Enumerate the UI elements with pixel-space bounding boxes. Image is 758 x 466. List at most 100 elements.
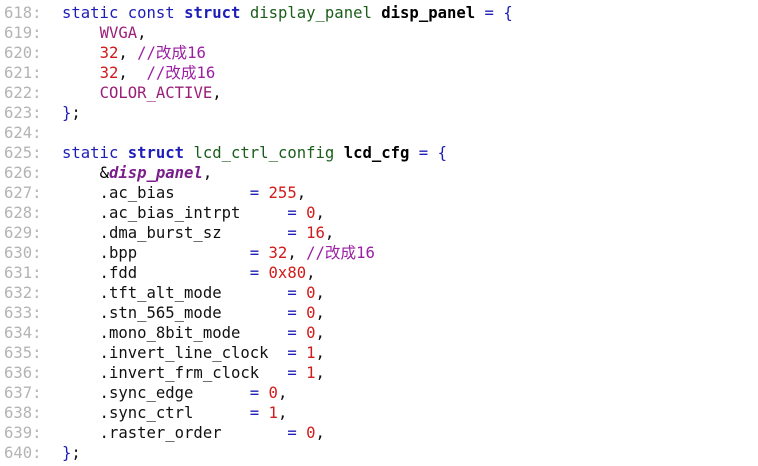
line-number: 640: xyxy=(4,444,42,462)
code-line[interactable]: 638: .sync_ctrl = 1, xyxy=(0,403,758,423)
line-number: 628: xyxy=(4,204,42,222)
code-token: = xyxy=(287,424,297,442)
line-number: 623: xyxy=(4,104,42,122)
code-text: .stn_565_mode = 0, xyxy=(56,303,325,323)
code-line[interactable]: 639: .raster_order = 0, xyxy=(0,423,758,443)
code-line[interactable]: 637: .sync_edge = 0, xyxy=(0,383,758,403)
code-line[interactable]: 629: .dma_burst_sz = 16, xyxy=(0,223,758,243)
code-line[interactable]: 621: 32, //改成16 xyxy=(0,63,758,83)
line-number: 634: xyxy=(4,324,42,342)
code-token: .fdd xyxy=(62,264,250,282)
code-text: 32, //改成16 xyxy=(56,63,216,83)
code-text: static struct lcd_ctrl_config lcd_cfg = … xyxy=(56,143,447,163)
line-number: 621: xyxy=(4,64,42,82)
code-token: , xyxy=(306,264,316,282)
code-line[interactable]: 627: .ac_bias = 255, xyxy=(0,183,758,203)
code-token xyxy=(175,4,184,22)
code-token: = xyxy=(287,224,297,242)
line-number: 627: xyxy=(4,184,42,202)
code-token: , xyxy=(324,224,335,242)
code-token xyxy=(372,4,381,22)
code-line[interactable]: 618:static const struct display_panel di… xyxy=(0,3,758,23)
line-number: 633: xyxy=(4,304,42,322)
code-token: .bpp xyxy=(62,244,250,262)
code-text: 32, //改成16 xyxy=(56,43,206,63)
line-number: 630: xyxy=(4,244,42,262)
code-token: .dma_burst_sz xyxy=(62,224,288,242)
code-line[interactable]: 634: .mono_8bit_mode = 0, xyxy=(0,323,758,343)
code-line[interactable]: 632: .tft_alt_mode = 0, xyxy=(0,283,758,303)
code-token: .mono_8bit_mode xyxy=(62,324,288,342)
line-number: 620: xyxy=(4,44,42,62)
code-token: 0 xyxy=(306,204,316,222)
code-text: }; xyxy=(56,443,81,463)
code-token: , xyxy=(212,84,222,102)
code-token: lcd_ctrl_config xyxy=(193,144,335,162)
code-token: { xyxy=(503,4,513,22)
code-token: .tft_alt_mode xyxy=(62,284,288,302)
code-line[interactable]: 635: .invert_line_clock = 1, xyxy=(0,343,758,363)
code-text: }; xyxy=(56,103,81,123)
code-token: .stn_565_mode xyxy=(62,304,288,322)
code-token xyxy=(297,344,306,362)
code-line[interactable]: 622: COLOR_ACTIVE, xyxy=(0,83,758,103)
code-token xyxy=(334,144,343,162)
line-number: 622: xyxy=(4,84,42,102)
line-number: 619: xyxy=(4,24,42,42)
code-line[interactable]: 626: &disp_panel, xyxy=(0,163,758,183)
code-line[interactable]: 630: .bpp = 32, //改成16 xyxy=(0,243,758,263)
code-line[interactable]: 625: static struct lcd_ctrl_config lcd_cf… xyxy=(0,143,758,163)
code-token: .ac_bias xyxy=(62,184,250,202)
code-text: &disp_panel, xyxy=(56,163,213,183)
code-line[interactable]: 620: 32, //改成16 xyxy=(0,43,758,63)
code-line[interactable]: 619: WVGA, xyxy=(0,23,758,43)
code-token xyxy=(297,204,306,222)
code-line[interactable]: 640:}; xyxy=(0,443,758,463)
code-line[interactable]: 624: xyxy=(0,123,758,143)
code-token xyxy=(259,384,268,402)
code-token xyxy=(297,284,306,302)
code-token: disp_panel xyxy=(108,164,203,182)
code-token xyxy=(62,64,100,82)
code-token: struct xyxy=(184,4,241,22)
code-token: , xyxy=(315,424,325,442)
code-token xyxy=(259,244,268,262)
code-token: .sync_edge xyxy=(62,384,250,402)
code-token: 0 xyxy=(306,304,316,322)
code-token: ; xyxy=(71,444,81,462)
code-token: , xyxy=(315,364,325,382)
code-token: .invert_line_clock xyxy=(62,344,288,362)
line-number: 626: xyxy=(4,164,42,182)
code-line[interactable]: 631: .fdd = 0x80, xyxy=(0,263,758,283)
code-text: .sync_ctrl = 1, xyxy=(56,403,288,423)
code-token: 0 xyxy=(268,384,278,402)
code-token: = xyxy=(249,404,260,422)
code-token: COLOR_ACTIVE xyxy=(99,84,213,102)
code-token: 1 xyxy=(306,344,316,362)
code-token: .raster_order xyxy=(62,424,288,442)
code-line[interactable]: 636: .invert_frm_clock = 1, xyxy=(0,363,758,383)
code-text: .tft_alt_mode = 0, xyxy=(56,283,325,303)
code-token xyxy=(494,4,503,22)
code-token: = xyxy=(287,284,297,302)
code-token: 0 xyxy=(306,284,316,302)
code-token xyxy=(297,364,306,382)
code-token: { xyxy=(437,144,447,162)
line-number: 636: xyxy=(4,364,42,382)
code-text: .mono_8bit_mode = 0, xyxy=(56,323,325,343)
code-text: .ac_bias_intrpt = 0, xyxy=(56,203,325,223)
code-text: static const struct display_panel disp_p… xyxy=(56,3,513,23)
code-token xyxy=(297,324,306,342)
code-line[interactable]: 628: .ac_bias_intrpt = 0, xyxy=(0,203,758,223)
code-token: = xyxy=(287,304,297,322)
code-token: //改成16 xyxy=(146,64,216,82)
code-token: , xyxy=(315,204,325,222)
code-token: static xyxy=(62,4,119,22)
code-token xyxy=(297,224,306,242)
code-token xyxy=(428,144,437,162)
code-token: = xyxy=(249,244,260,262)
line-number: 625: xyxy=(4,144,42,162)
code-line[interactable]: 623:}; xyxy=(0,103,758,123)
code-line[interactable]: 633: .stn_565_mode = 0, xyxy=(0,303,758,323)
